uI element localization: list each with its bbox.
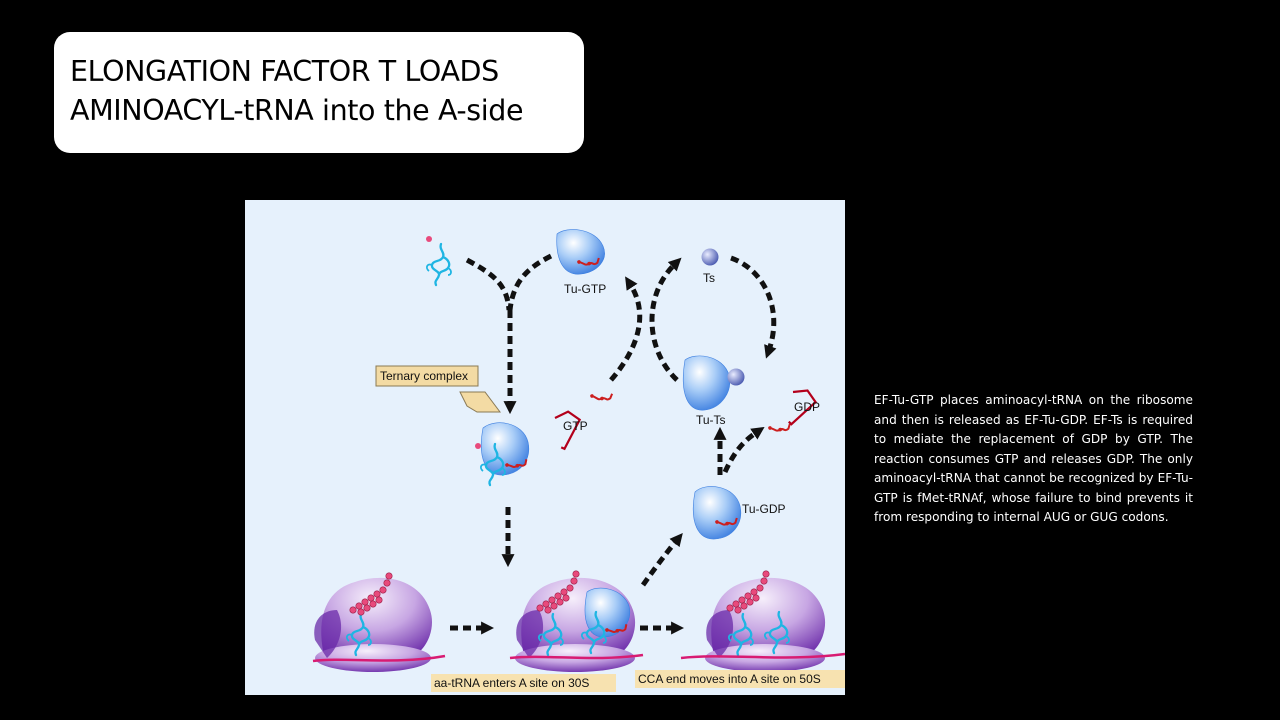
label-ts: Ts	[703, 271, 715, 285]
ef-tu-cycle-diagram: Tu-GTP Ts Tu-Ts GDP GTP Ternary complex …	[245, 200, 845, 695]
label-tu-gdp: Tu-GDP	[742, 502, 786, 516]
tu-ts-complex	[682, 355, 745, 411]
mrna-strand-1	[312, 654, 446, 663]
caption-box-step-a	[431, 674, 616, 692]
dashed-arrows	[450, 253, 777, 635]
label-ternary-complex: Ternary complex	[380, 369, 468, 383]
caption-step-b: CCA end moves into A site on 50S	[638, 672, 821, 686]
ternary-complex	[475, 422, 530, 487]
ribosome-cca-in-a-site	[705, 570, 826, 672]
ts-factor	[701, 248, 719, 266]
label-gtp: GTP	[563, 419, 588, 433]
tu-gtp-complex	[556, 229, 605, 275]
arrow-to-tu-gdp	[640, 533, 683, 587]
arrow-ts-to-tu-ts	[730, 255, 777, 359]
label-gdp: GDP	[794, 400, 820, 414]
title-line-1: ELONGATION FACTOR T LOADS	[70, 55, 499, 88]
caption-box-step-b	[635, 670, 845, 688]
arrow-tugtp-to-junction	[507, 253, 553, 311]
label-tu-gtp: Tu-GTP	[564, 282, 606, 296]
title-box: ELONGATION FACTOR T LOADS AMINOACYL-tRNA…	[54, 32, 584, 153]
mrna-strand-2	[509, 653, 644, 660]
ribosome-initial	[314, 572, 433, 672]
mrna-strand-3	[680, 652, 845, 660]
ribosome-a-site-entry	[515, 570, 636, 672]
tu-gdp-complex	[692, 486, 742, 540]
arrow-to-gdp	[722, 426, 765, 474]
ternary-complex-callout	[375, 365, 501, 413]
title-line-2: AMINOACYL-tRNA into the A-side	[70, 94, 524, 127]
free-aminoacyl-trna	[425, 236, 453, 287]
caption-step-a: aa-tRNA enters A site on 30S	[434, 676, 589, 690]
label-tu-ts: Tu-Ts	[696, 413, 726, 427]
arrow-gtp-to-tu-gtp	[609, 276, 643, 382]
arrow-tu-ts-to-ts	[649, 257, 682, 382]
description-text: EF-Tu-GTP places aminoacyl-tRNA on the r…	[874, 393, 1193, 524]
